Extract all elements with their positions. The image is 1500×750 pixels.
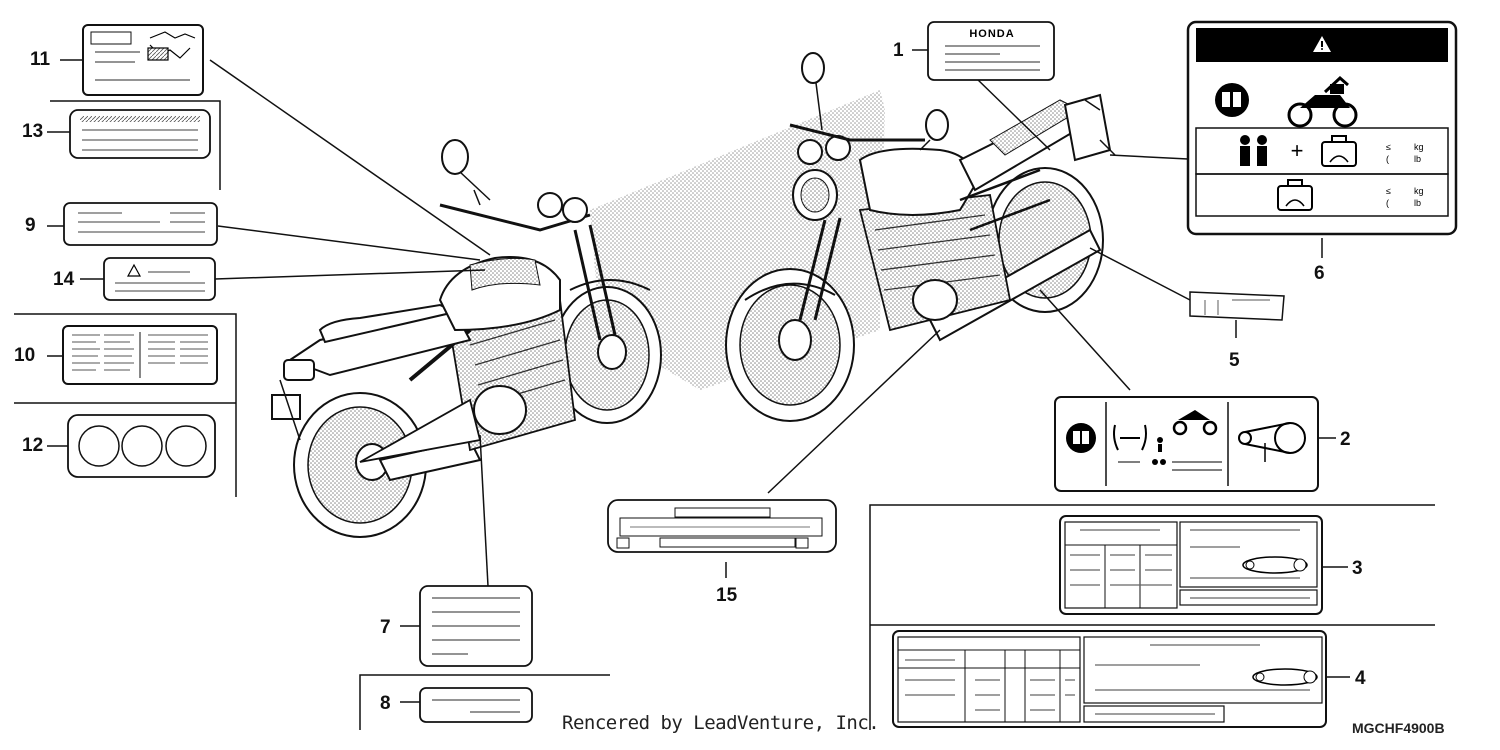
callout-11: 11 [30, 49, 51, 70]
separator-lines [14, 100, 1435, 730]
motorcycle-load-icon [1287, 75, 1358, 128]
svg-text:(: ( [1386, 154, 1389, 164]
label-14 [103, 257, 216, 301]
label-9 [63, 202, 218, 246]
manual-icon [1215, 83, 1249, 117]
label-8 [419, 687, 533, 723]
unit-kg-2: kg [1414, 186, 1424, 196]
chain-slack-icon [1113, 424, 1147, 451]
label-15 [607, 499, 837, 553]
label-11 [82, 24, 204, 96]
label-7 [419, 585, 533, 667]
callout-1: 1 [893, 40, 904, 61]
rider-passenger-icon [1240, 135, 1267, 166]
luggage-icon [1321, 135, 1357, 167]
callout-12: 12 [22, 435, 44, 456]
diagram-code: MGCHF4900B [1352, 720, 1445, 736]
motorcycle-left [271, 139, 662, 538]
callout-7: 7 [380, 617, 391, 638]
unit-kg-1: kg [1414, 142, 1424, 152]
callout-8: 8 [380, 693, 391, 714]
callout-14: 14 [53, 269, 75, 290]
svg-text:≤: ≤ [1386, 142, 1391, 152]
label-1: HONDA [927, 21, 1055, 81]
svg-text:≤: ≤ [1386, 186, 1391, 196]
callout-9: 9 [25, 215, 36, 236]
callout-15: 15 [716, 585, 738, 606]
label-5 [1189, 291, 1285, 321]
render-credit: Rencered by LeadVenture, Inc. [562, 712, 880, 734]
callout-5: 5 [1229, 350, 1240, 371]
key-hand-icon [147, 31, 196, 61]
label-2 [1054, 396, 1319, 492]
warning-icon-2 [126, 263, 142, 277]
label-10 [62, 325, 218, 385]
label-1-brand: HONDA [969, 28, 1014, 40]
label-3 [1059, 515, 1323, 615]
svg-text:(: ( [1386, 198, 1389, 208]
callout-13: 13 [22, 121, 44, 142]
callout-4: 4 [1355, 668, 1366, 689]
sprocket-icon [1238, 422, 1306, 462]
callout-2: 2 [1340, 429, 1351, 450]
label-6: + ≤ kg ( lb ≤ kg ( lb [1186, 20, 1458, 236]
manual-icon-2 [1066, 423, 1096, 453]
unit-lb-1: lb [1414, 154, 1421, 164]
luggage-icon-2 [1277, 179, 1313, 211]
callout-3: 3 [1352, 558, 1363, 579]
callout-6: 6 [1314, 263, 1325, 284]
unit-lb-2: lb [1414, 198, 1421, 208]
motorcycle-right [725, 52, 1116, 422]
leader-lines [47, 49, 1350, 703]
callout-10: 10 [14, 345, 36, 366]
svg-text:+: + [1291, 138, 1304, 163]
label-12 [67, 414, 216, 478]
label-13 [69, 109, 211, 159]
label-4 [892, 630, 1327, 728]
